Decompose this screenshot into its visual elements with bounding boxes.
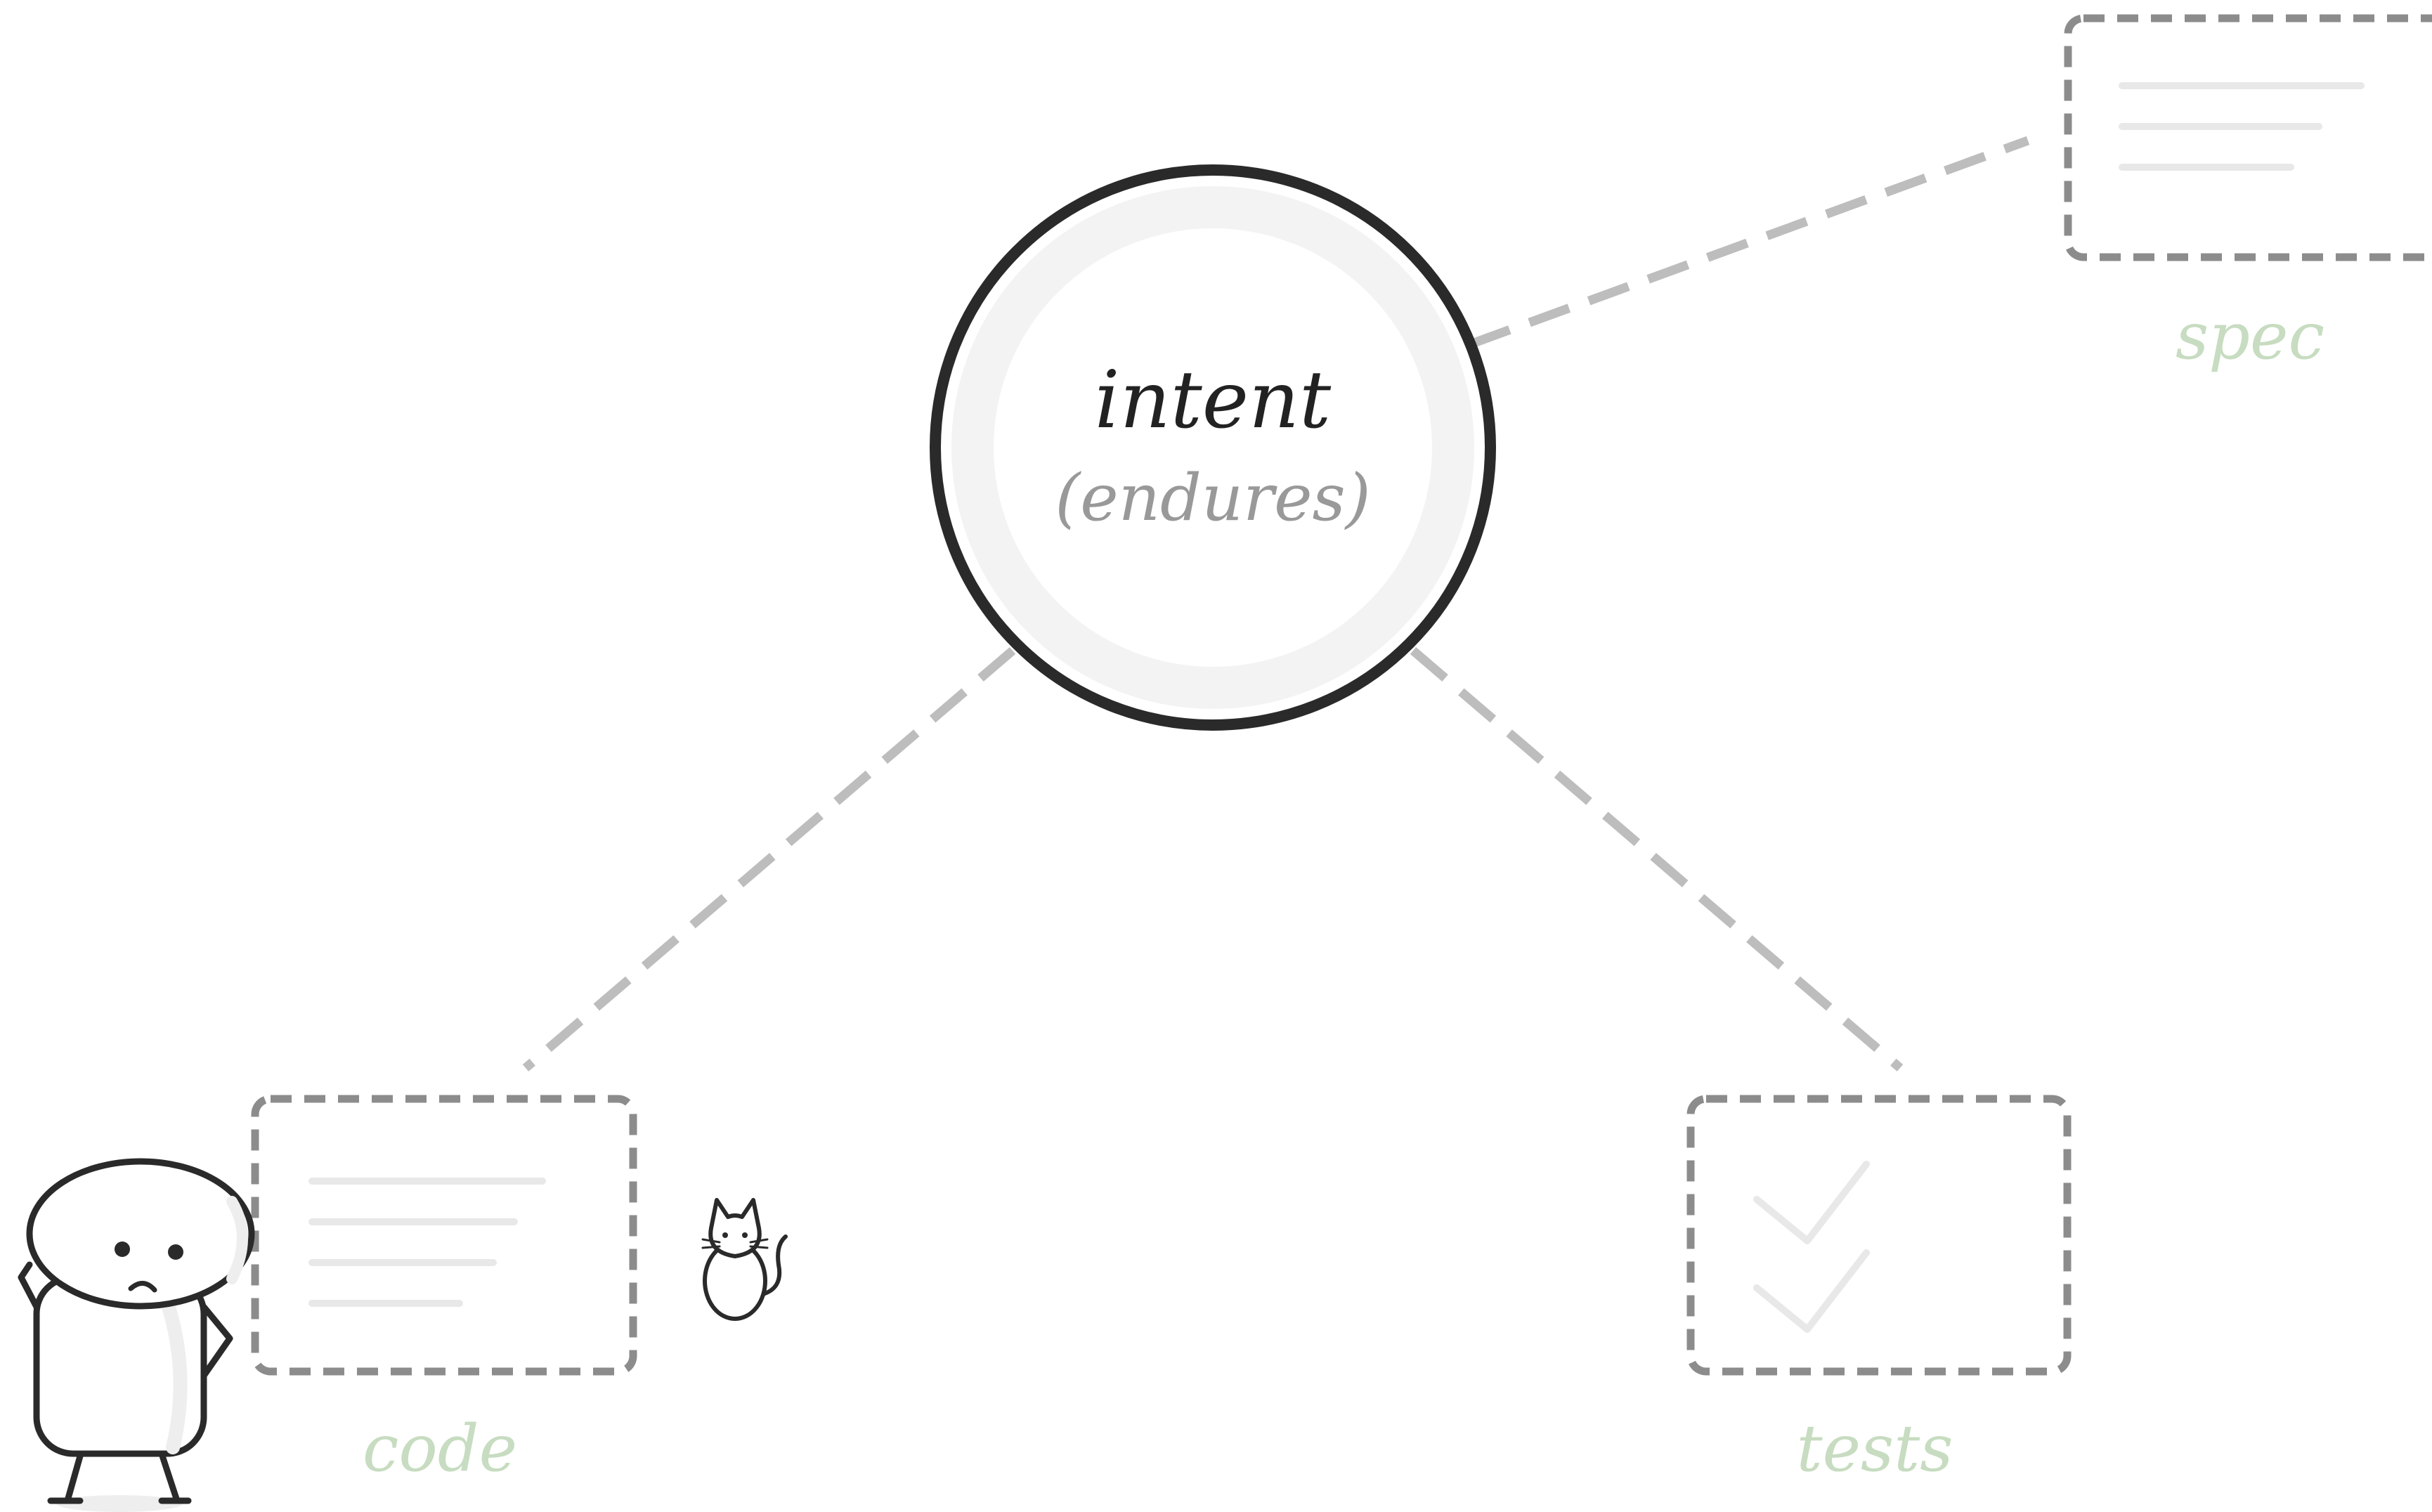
character-body-shade [162,1300,188,1454]
stick-figure-icon [18,1158,255,1512]
tests-label: tests [1797,1411,1953,1486]
character-mouth [128,1281,157,1293]
character-left-eye [115,1241,130,1257]
document-lines-icon [308,1178,546,1307]
character-shadow [56,1495,183,1512]
character-right-leg [158,1450,181,1504]
cat-right-eye [742,1232,748,1238]
connector-spec [1468,136,2030,349]
character-right-eye [168,1244,183,1260]
cat-tail [758,1234,788,1297]
character-right-arm [200,1303,233,1379]
spec-box [2064,14,2432,261]
intent-node: intent (endures) [930,164,1496,731]
document-lines-icon [2119,82,2365,171]
code-node: code [251,1095,637,1486]
code-box [251,1095,637,1376]
character-left-leg [64,1450,84,1504]
tests-box [1686,1095,2072,1376]
tests-node: tests [1686,1095,2072,1486]
connectors [522,136,2030,1071]
connector-code [522,647,1016,1071]
connector-tests [1410,647,1904,1071]
character-head [26,1158,255,1310]
spec-label: spec [2176,299,2324,374]
intent-label: intent [1095,355,1332,446]
checkmarks-icon [1753,1161,1870,1333]
intent-circle-ring [951,186,1474,709]
intent-sublabel: (endures) [1055,460,1370,535]
cat-head [708,1198,762,1258]
character-left-arm [18,1261,40,1310]
character-head-shade [226,1196,248,1284]
spec-node: spec [2064,14,2432,374]
code-label: code [363,1411,517,1486]
cat-icon [701,1198,788,1321]
cat-whiskers [701,1238,769,1249]
cat-left-eye [722,1232,728,1238]
